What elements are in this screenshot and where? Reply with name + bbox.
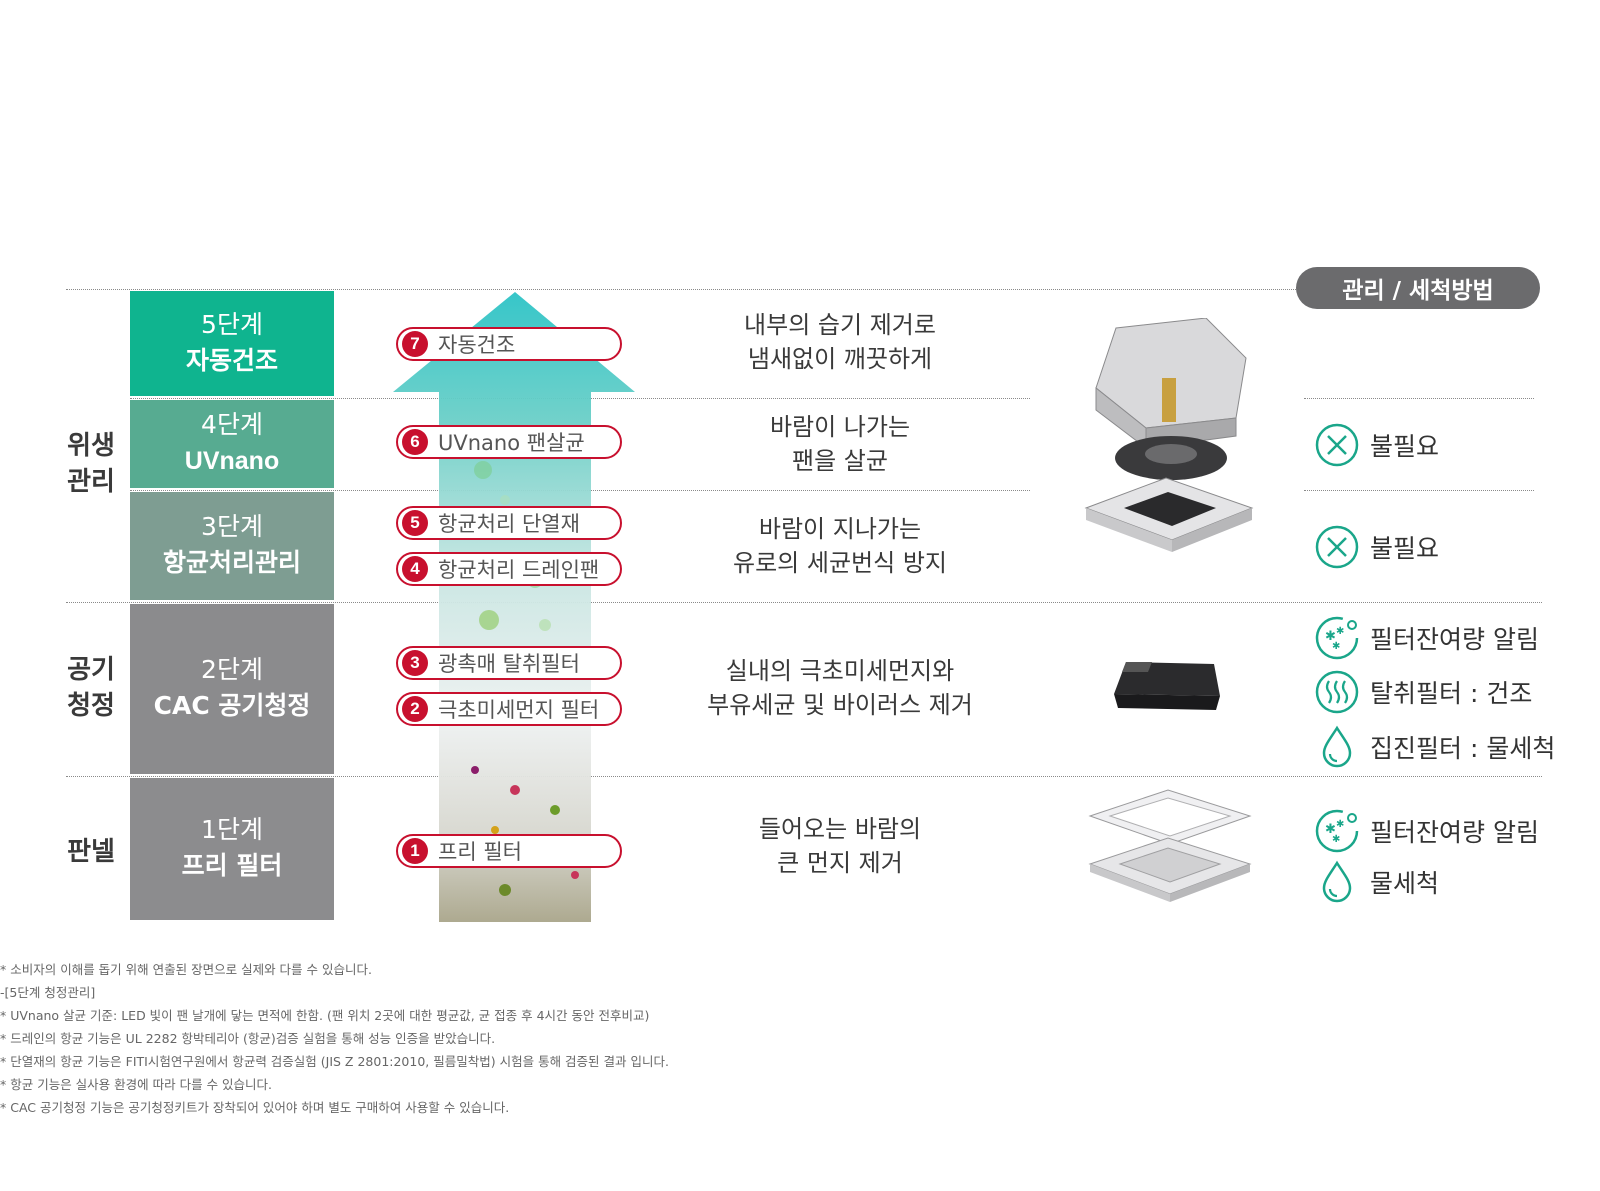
footnote: * 단열재의 항균 기능은 FITI시험연구원에서 항균력 검증실험 (JIS … [0, 1054, 669, 1069]
category-air-purify: 공기 청정 [67, 655, 115, 721]
step-pill-5: 5 항균처리 단열재 [396, 506, 622, 540]
category-panel: 판넬 [67, 837, 115, 867]
filter-alert-icon: ✱ ✱ ✱ [1315, 616, 1359, 660]
row-separator [1304, 398, 1534, 399]
step-pill-3: 3 광촉매 탈취필터 [396, 646, 622, 680]
step-pill-6: 6 UVnano 팬살균 [396, 425, 622, 459]
description-stage-2: 실내의 극초미세먼지와 부유세균 및 바이러스 제거 [707, 657, 973, 719]
svg-text:✱: ✱ [1336, 626, 1344, 637]
care-method-header: 관리 / 세척방법 [1296, 267, 1540, 309]
filter-alert-icon: ✱ ✱ ✱ [1315, 809, 1359, 853]
x-circle-icon [1315, 525, 1359, 569]
care-item-dust-wash: 집진필터 : 물세척 [1314, 723, 1555, 771]
step-pill-1: 1 프리 필터 [396, 834, 622, 868]
svg-text:✱: ✱ [1332, 641, 1340, 652]
water-drop-icon [1322, 860, 1352, 903]
footnote: * 소비자의 이해를 돕기 위해 연출된 장면으로 실제와 다를 수 있습니다. [0, 962, 372, 977]
footnote: * 항균 기능은 실사용 환경에 따라 다를 수 있습니다. [0, 1077, 273, 1092]
stage-3: 3단계 항균처리관리 [130, 492, 334, 600]
care-item-no-need: 불필요 [1314, 421, 1439, 469]
row-separator [1304, 490, 1534, 491]
footnotes: * 소비자의 이해를 돕기 위해 연출된 장면으로 실제와 다를 수 있습니다.… [0, 958, 1000, 1119]
stage-1: 1단계 프리 필터 [130, 778, 334, 920]
care-item-filter-alert: ✱ ✱ ✱ 필터잔여량 알림 [1314, 807, 1539, 855]
description-stage-1: 들어오는 바람의 큰 먼지 제거 [758, 815, 922, 877]
care-item-no-need: 불필요 [1314, 523, 1439, 571]
row-separator [66, 289, 1296, 290]
description-stage-4: 바람이 나가는 팬을 살균 [769, 413, 911, 475]
footnote: -[5단계 청정관리] [0, 985, 96, 1000]
care-item-filter-alert: ✱ ✱ ✱ 필터잔여량 알림 [1314, 614, 1539, 662]
description-stage-3: 바람이 지나가는 유로의 세균번식 방지 [733, 515, 947, 577]
stage-5: 5단계 자동건조 [130, 291, 334, 396]
stage-2: 2단계 CAC 공기청정 [130, 604, 334, 774]
care-item-water-wash: 물세척 [1314, 858, 1439, 906]
svg-text:✱: ✱ [1336, 819, 1344, 830]
care-item-deodorize-dry: 탈취필터 : 건조 [1314, 668, 1532, 716]
description-stage-5: 내부의 습기 제거로 냄새없이 깨끗하게 [744, 311, 936, 373]
footnote: * 드레인의 항균 기능은 UL 2282 항박테리아 (항균)검증 실험을 통… [0, 1031, 496, 1046]
cassette-unit-exploded-illustration [1084, 318, 1254, 552]
air-filter-illustration [1114, 662, 1220, 710]
category-hygiene: 위생 관리 [67, 431, 115, 497]
x-circle-icon [1315, 423, 1359, 467]
footnote: * CAC 공기청정 기능은 공기청정키트가 장착되어 있어야 하며 별도 구매… [0, 1100, 510, 1115]
dry-wave-icon [1315, 670, 1359, 714]
svg-text:✱: ✱ [1325, 629, 1336, 644]
step-pill-2: 2 극초미세먼지 필터 [396, 692, 622, 726]
svg-text:✱: ✱ [1332, 834, 1340, 845]
airflow-arrow-illustration [393, 292, 635, 922]
svg-text:✱: ✱ [1325, 822, 1336, 837]
arrow-shape [393, 292, 635, 922]
footnote: * UVnano 살균 기준: LED 빛이 팬 날개에 닿는 면적에 한함. … [0, 1008, 650, 1023]
step-pill-4: 4 항균처리 드레인팬 [396, 552, 622, 586]
row-separator [66, 776, 1542, 777]
stage-4: 4단계 UVnano [130, 400, 334, 488]
water-drop-icon [1322, 725, 1352, 768]
step-pill-7: 7 자동건조 [396, 327, 622, 361]
front-panel-illustration [1088, 789, 1252, 902]
row-separator [66, 602, 1542, 603]
